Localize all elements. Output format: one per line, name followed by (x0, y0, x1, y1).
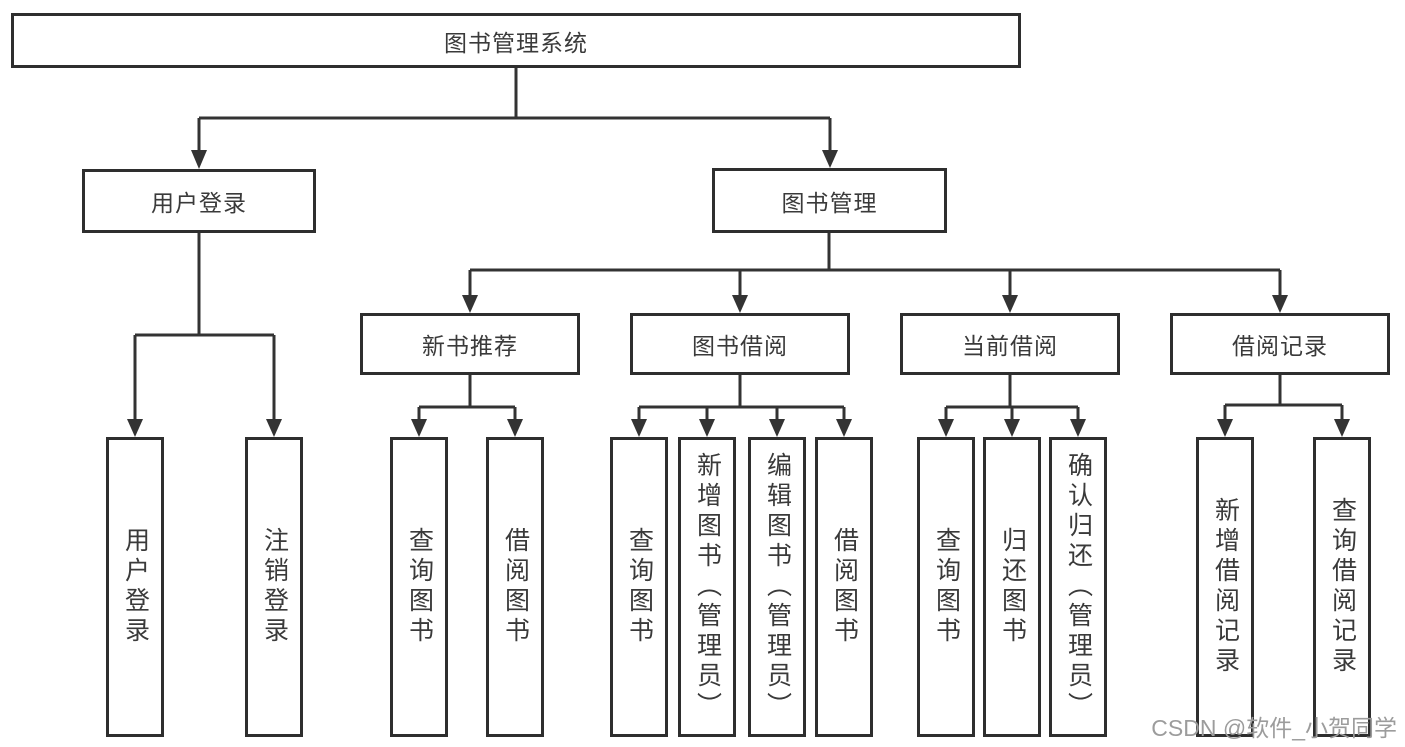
leaf-add-borrow-record-label: 新增借阅记录 (1211, 497, 1240, 677)
leaf-logout-label: 注销登录 (260, 527, 289, 647)
node-book-management-label: 图书管理 (781, 189, 878, 216)
leaf-query-borrow-record: 查询借阅记录 (1313, 437, 1371, 737)
leaf-query-books-recommend-label: 查询图书 (405, 527, 434, 647)
node-root: 图书管理系统 (11, 13, 1021, 68)
leaf-borrow-books-borrowing-label: 借阅图书 (830, 527, 859, 647)
node-current-borrowing: 当前借阅 (900, 313, 1120, 375)
node-user-login: 用户登录 (82, 169, 316, 233)
node-current-borrowing-label: 当前借阅 (962, 333, 1058, 359)
csdn-watermark: CSDN @软件_小贺同学 (1151, 715, 1397, 741)
leaf-query-borrow-record-label: 查询借阅记录 (1328, 497, 1357, 677)
leaf-query-books-borrowing: 查询图书 (610, 437, 668, 737)
leaf-return-book-label: 归还图书 (998, 527, 1027, 647)
leaf-logout: 注销登录 (245, 437, 303, 737)
node-root-label: 图书管理系统 (444, 29, 588, 56)
arrowheads (127, 150, 1350, 437)
leaf-query-books-current-label: 查询图书 (932, 527, 961, 647)
node-borrowing-records-label: 借阅记录 (1232, 333, 1328, 359)
leaf-edit-book-admin-label: 编辑图书（管理员） (763, 452, 792, 722)
connector-elbows (133, 68, 1344, 419)
leaf-query-books-current: 查询图书 (917, 437, 975, 737)
leaf-user-login-label: 用户登录 (121, 527, 150, 647)
node-user-login-label: 用户登录 (151, 190, 247, 216)
leaf-query-books-borrowing-label: 查询图书 (625, 527, 654, 647)
node-borrowing-records: 借阅记录 (1170, 313, 1390, 375)
leaf-confirm-return-admin: 确认归还（管理员） (1049, 437, 1107, 737)
leaf-borrow-books-recommend-label: 借阅图书 (501, 527, 530, 647)
node-new-book-recommendation: 新书推荐 (360, 313, 580, 375)
leaf-query-books-recommend: 查询图书 (390, 437, 448, 737)
node-book-borrowing: 图书借阅 (630, 313, 850, 375)
leaf-confirm-return-admin-label: 确认归还（管理员） (1064, 452, 1093, 722)
leaf-add-book-admin-label: 新增图书（管理员） (693, 452, 722, 722)
node-book-borrowing-label: 图书借阅 (692, 333, 788, 359)
node-book-management: 图书管理 (712, 168, 947, 233)
leaf-edit-book-admin: 编辑图书（管理员） (748, 437, 806, 737)
node-new-book-recommendation-label: 新书推荐 (422, 333, 518, 359)
leaf-return-book: 归还图书 (983, 437, 1041, 737)
leaf-add-borrow-record: 新增借阅记录 (1196, 437, 1254, 737)
leaf-add-book-admin: 新增图书（管理员） (678, 437, 736, 737)
leaf-borrow-books-recommend: 借阅图书 (486, 437, 544, 737)
leaf-user-login: 用户登录 (106, 437, 164, 737)
leaf-borrow-books-borrowing: 借阅图书 (815, 437, 873, 737)
